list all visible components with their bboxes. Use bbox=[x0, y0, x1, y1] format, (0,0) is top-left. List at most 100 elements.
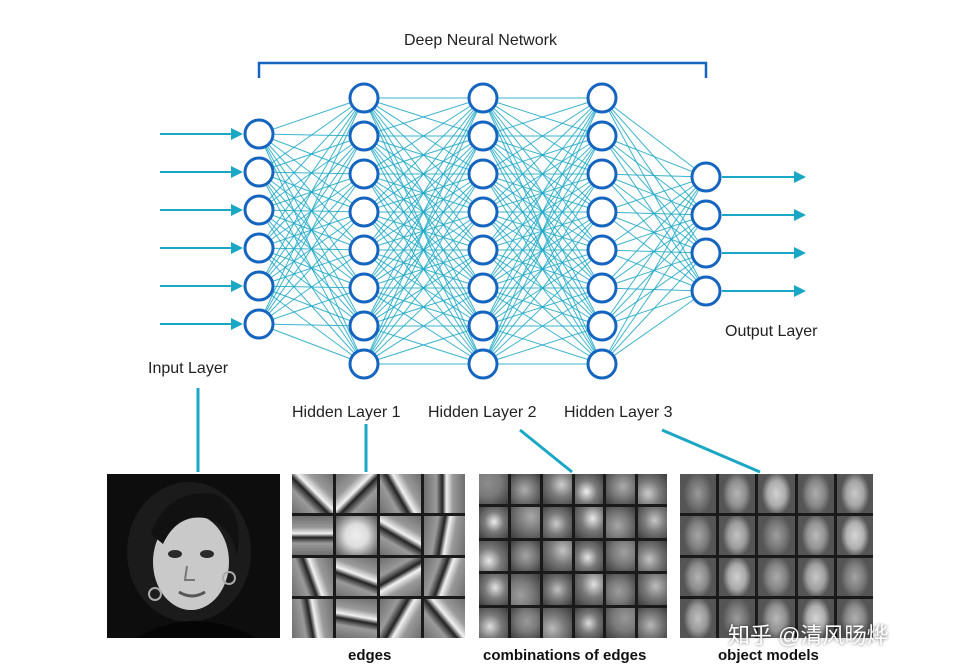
arrows-group bbox=[160, 128, 806, 330]
hidden2-node bbox=[467, 158, 499, 190]
input-arrow bbox=[160, 204, 243, 216]
output-arrow bbox=[722, 171, 806, 183]
edge-feature-tile bbox=[292, 599, 333, 638]
connection-line bbox=[363, 97, 484, 365]
hidden1-node bbox=[348, 82, 380, 114]
object-model-tile bbox=[680, 474, 717, 513]
pointer-hidden3 bbox=[661, 428, 761, 474]
hidden1-node bbox=[348, 120, 380, 152]
edge-feature-tile bbox=[424, 515, 465, 555]
connection-line bbox=[482, 97, 603, 289]
hidden-layer-2-label: Hidden Layer 2 bbox=[428, 404, 537, 421]
edge-feature-tile bbox=[292, 474, 333, 513]
object-model-tile bbox=[836, 557, 873, 597]
combination-feature-tile bbox=[606, 540, 636, 572]
combination-feature-tile bbox=[479, 507, 508, 538]
combination-feature-tile bbox=[479, 574, 508, 605]
connection-line bbox=[482, 211, 603, 365]
combination-feature-tile bbox=[638, 507, 667, 538]
output-node bbox=[690, 237, 722, 269]
hidden2-node bbox=[467, 234, 499, 266]
hidden2-node bbox=[467, 196, 499, 228]
connection-line bbox=[482, 97, 603, 175]
connection-line bbox=[601, 290, 707, 365]
portrait-drawing bbox=[107, 474, 280, 638]
object-model-tile bbox=[719, 515, 756, 555]
input-node bbox=[243, 194, 275, 226]
combination-feature-tile bbox=[542, 607, 572, 638]
connection-line bbox=[258, 249, 365, 325]
combination-feature-tile bbox=[606, 474, 636, 505]
combination-feature-tile bbox=[638, 540, 667, 572]
combination-feature-tile bbox=[510, 507, 540, 538]
connection-line bbox=[482, 97, 603, 327]
connection-line bbox=[482, 325, 603, 365]
object-model-tile bbox=[719, 557, 756, 597]
connection-line bbox=[258, 97, 365, 325]
connection-line bbox=[258, 97, 365, 135]
object-model-tile bbox=[680, 599, 717, 638]
hidden1-node bbox=[348, 272, 380, 304]
connection-line bbox=[482, 173, 603, 365]
caption-edges: edges bbox=[348, 647, 392, 664]
connection-line bbox=[482, 97, 603, 137]
caption-object-models: object models bbox=[718, 647, 819, 664]
diagram-title: Deep Neural Network bbox=[404, 32, 557, 49]
connection-line bbox=[258, 97, 365, 287]
combination-feature-tile bbox=[510, 540, 540, 572]
hidden3-node bbox=[586, 348, 618, 380]
object-model-tile bbox=[836, 515, 873, 555]
edge-feature-tile bbox=[336, 515, 377, 555]
hidden3-node bbox=[586, 158, 618, 190]
object-model-tile bbox=[719, 474, 756, 513]
output-node bbox=[690, 161, 722, 193]
hidden3-node bbox=[586, 234, 618, 266]
edge-feature-tile bbox=[292, 515, 333, 555]
input-arrow bbox=[160, 280, 243, 292]
input-node bbox=[243, 308, 275, 340]
connection-line bbox=[258, 135, 365, 325]
output-arrow bbox=[722, 285, 806, 297]
connection-line bbox=[482, 97, 603, 365]
connection-line bbox=[258, 97, 365, 173]
edge-feature-tile bbox=[336, 557, 377, 597]
edge-feature-tile bbox=[336, 474, 377, 513]
nodes-group bbox=[243, 82, 722, 380]
combination-feature-tile bbox=[479, 607, 508, 638]
connection-line bbox=[482, 97, 603, 251]
combinations-feature-grid bbox=[479, 474, 667, 638]
edge-feature-tile bbox=[380, 599, 421, 638]
object-models-grid bbox=[680, 474, 873, 638]
edge-feature-tile bbox=[336, 599, 377, 638]
object-model-tile bbox=[836, 599, 873, 638]
hidden3-node bbox=[586, 82, 618, 114]
pointer-lines bbox=[196, 388, 761, 474]
edge-feature-tile bbox=[424, 599, 465, 638]
object-model-tile bbox=[758, 515, 795, 555]
pointer-hidden2 bbox=[519, 428, 573, 474]
connection-line bbox=[601, 97, 707, 178]
combination-feature-tile bbox=[574, 540, 604, 572]
connection-line bbox=[363, 97, 484, 175]
combination-feature-tile bbox=[574, 574, 604, 605]
watermark-text: 知乎 @清风旸烨 bbox=[728, 623, 889, 648]
connection-line bbox=[258, 173, 365, 325]
object-model-tile bbox=[797, 557, 834, 597]
input-node bbox=[243, 118, 275, 150]
object-model-tile bbox=[836, 474, 873, 513]
combination-feature-tile bbox=[542, 507, 572, 538]
connection-line bbox=[363, 97, 484, 289]
hidden-layer-3-label: Hidden Layer 3 bbox=[564, 404, 673, 421]
connection-line bbox=[258, 287, 365, 325]
edge-feature-tile bbox=[424, 474, 465, 513]
edge-feature-tile bbox=[292, 557, 333, 597]
combination-feature-tile bbox=[606, 607, 636, 638]
combination-feature-tile bbox=[542, 474, 572, 505]
hidden2-node bbox=[467, 82, 499, 114]
combination-feature-tile bbox=[574, 507, 604, 538]
connection-line bbox=[482, 135, 603, 365]
edges-feature-grid bbox=[292, 474, 465, 638]
connection-line bbox=[258, 97, 365, 249]
combination-feature-tile bbox=[510, 474, 540, 505]
combination-feature-tile bbox=[479, 474, 508, 505]
